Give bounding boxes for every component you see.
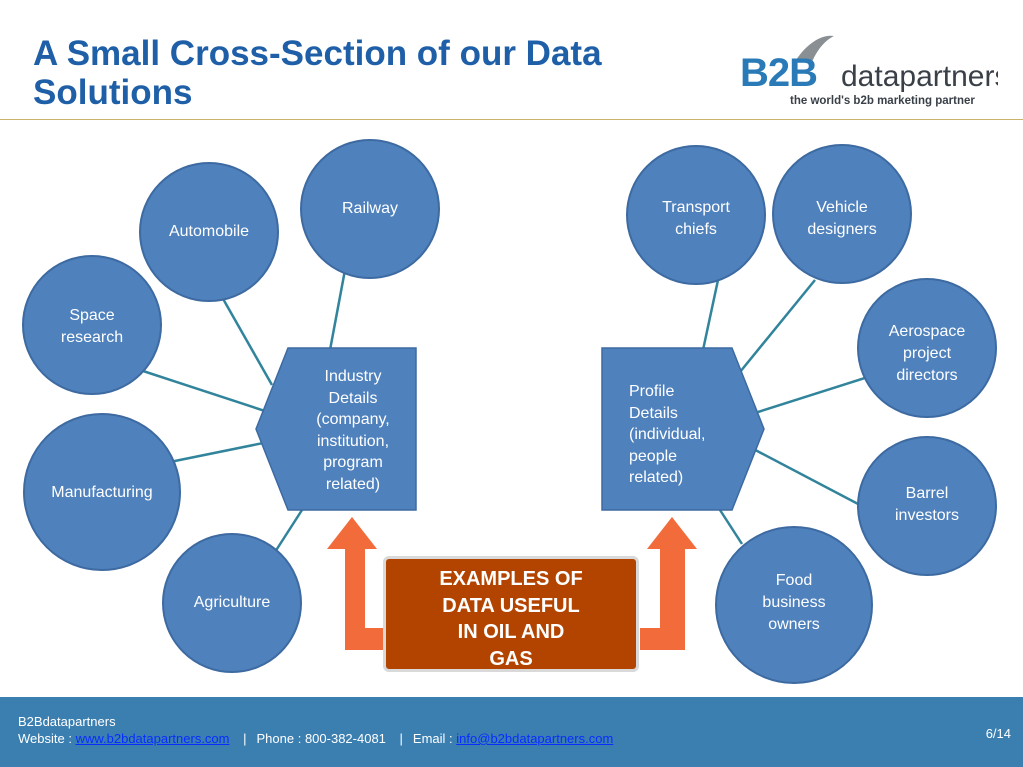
footer-phone: Phone : 800-382-4081 bbox=[256, 731, 386, 746]
connector-railway bbox=[328, 269, 347, 351]
logo-b2b: B2B bbox=[740, 51, 817, 95]
node-agriculture: Agriculture bbox=[162, 533, 302, 673]
left-hub-hexagon bbox=[255, 347, 417, 511]
right-hub-label: Profile Details (individual, people rela… bbox=[629, 383, 706, 486]
connectors bbox=[139, 269, 869, 553]
footer-separator: | bbox=[243, 731, 247, 746]
page-number: 6/14 bbox=[985, 726, 1011, 741]
connector-automobile bbox=[220, 296, 274, 386]
right-hub-hexagon bbox=[601, 347, 765, 511]
logo-swoosh-icon bbox=[796, 35, 834, 62]
examples-box: EXAMPLES OF DATA USEFUL IN OIL AND GAS bbox=[383, 556, 639, 672]
connector-barrel-investors bbox=[741, 441, 861, 507]
right-arrow-icon bbox=[640, 517, 697, 650]
logo-tagline: the world's b2b marketing partner bbox=[790, 95, 975, 107]
connector-aerospace bbox=[757, 375, 869, 414]
email-link[interactable]: info@b2bdatapartners.com bbox=[456, 731, 614, 746]
node-manufacturing: Manufacturing bbox=[23, 413, 181, 571]
connector-food-business bbox=[718, 509, 744, 545]
connector-vehicle-designers bbox=[739, 279, 816, 373]
left-hub-label: Industry Details (company, institution, … bbox=[316, 368, 390, 493]
company-logo: B2B datapartners the world's b2b marketi… bbox=[740, 35, 998, 107]
node-automobile: Automobile bbox=[139, 162, 279, 302]
connector-manufacturing bbox=[164, 438, 279, 465]
website-label: Website : bbox=[18, 731, 72, 746]
left-arrow-icon bbox=[327, 517, 388, 650]
footer-company: B2Bdatapartners bbox=[18, 714, 116, 729]
page-title: A Small Cross-Section of our Data Soluti… bbox=[33, 34, 602, 112]
footer-separator: | bbox=[399, 731, 403, 746]
connector-space-research bbox=[139, 368, 269, 414]
logo-name: datapartners bbox=[841, 60, 998, 93]
node-railway: Railway bbox=[300, 139, 440, 279]
footer-bar: B2Bdatapartners Website : www.b2bdatapar… bbox=[0, 697, 1023, 767]
connector-agriculture bbox=[273, 509, 304, 553]
connector-transport-chiefs bbox=[701, 279, 720, 351]
email-label: Email : bbox=[412, 731, 453, 746]
footer-contact: Website : www.b2bdatapartners.com | Phone… bbox=[18, 731, 613, 746]
website-link[interactable]: www.b2bdatapartners.com bbox=[75, 731, 230, 746]
title-divider bbox=[0, 119, 1023, 120]
